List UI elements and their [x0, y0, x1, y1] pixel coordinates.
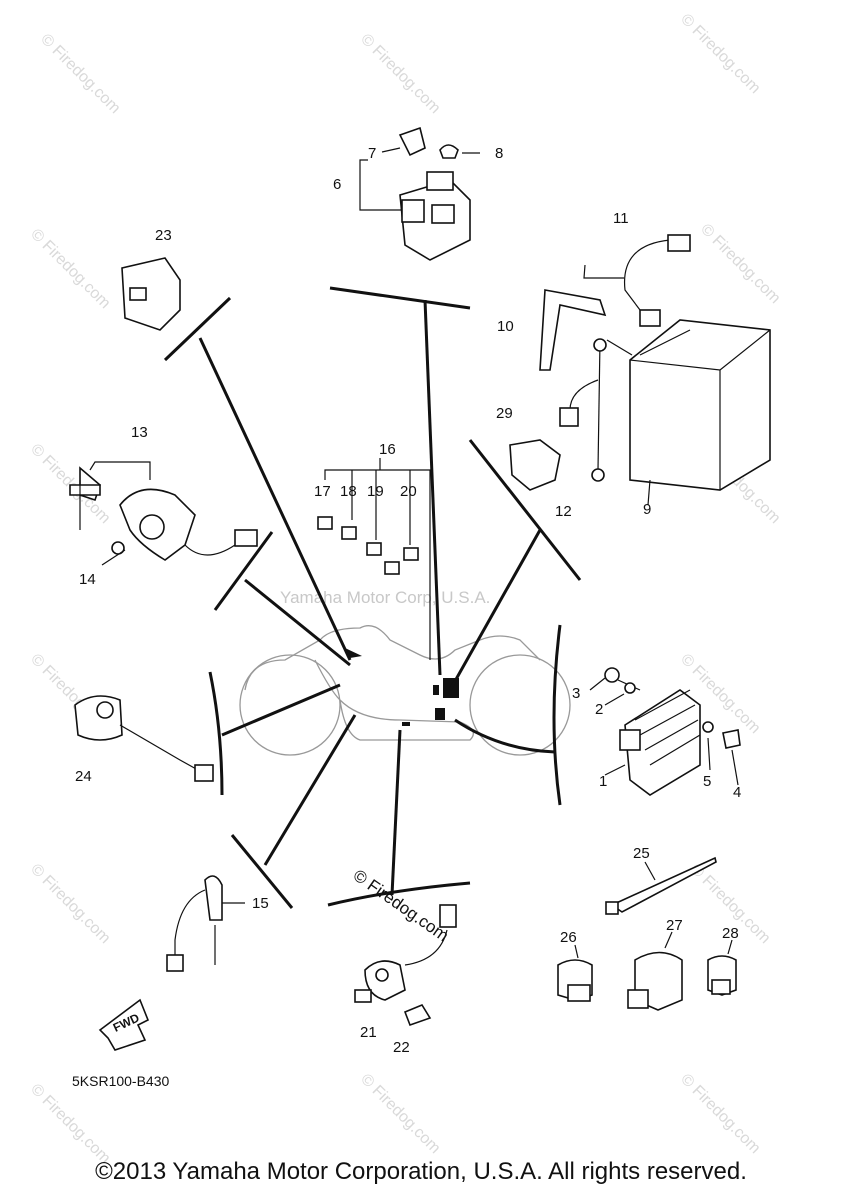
callout-5: 5 [703, 773, 711, 790]
watermark: © Firedog.com [677, 11, 763, 97]
callout-3: 3 [572, 685, 580, 702]
callout-14: 14 [79, 571, 96, 588]
callout-23: 23 [155, 227, 172, 244]
watermark: © Firedog.com [357, 1071, 443, 1157]
watermark: © Firedog.com [697, 221, 783, 307]
diagram-watermark: © Firedog.com [350, 866, 452, 946]
callout-24: 24 [75, 768, 92, 785]
watermark: © Firedog.com [37, 31, 123, 117]
fuse-group [317, 458, 431, 660]
watermark: © Firedog.com [27, 861, 113, 947]
corp-watermark: Yamaha Motor Corp, U.S.A. [280, 588, 490, 607]
relay-23 [121, 257, 181, 331]
rectifier-regulator [589, 667, 741, 796]
callout-6: 6 [333, 176, 341, 193]
sensor-24 [74, 695, 214, 782]
callout-11: 11 [613, 210, 629, 227]
callout-19: 19 [367, 483, 384, 500]
callout-10: 10 [497, 318, 514, 335]
callout-13: 13 [131, 424, 148, 441]
watermark: © Firedog.com [27, 441, 113, 527]
leader-lines [163, 286, 582, 909]
callout-29: 29 [496, 405, 513, 422]
callout-8: 8 [495, 145, 503, 162]
callout-1: 1 [599, 773, 607, 790]
sensor-assembly [354, 904, 457, 1027]
callout-4: 4 [733, 784, 741, 801]
callout-28: 28 [722, 925, 739, 942]
callout-26: 26 [560, 929, 577, 946]
neutral-switch [166, 875, 245, 972]
callout-18: 18 [340, 483, 357, 500]
callout-21: 21 [360, 1024, 377, 1041]
relay-29 [509, 439, 561, 491]
callout-25: 25 [633, 845, 650, 862]
callout-7: 7 [368, 145, 376, 162]
motorcycle-frame [239, 625, 571, 756]
diagram-code: 5KSR100-B430 [72, 1073, 170, 1089]
callout-22: 22 [393, 1039, 410, 1056]
callout-2: 2 [595, 701, 603, 718]
callout-16: 16 [379, 441, 396, 458]
callout-15: 15 [252, 895, 269, 912]
watermark: © Firedog.com [27, 226, 113, 312]
main-switch [69, 461, 258, 566]
callout-20: 20 [400, 483, 417, 500]
fwd-arrow-icon: FWD [98, 998, 150, 1051]
callout-12: 12 [555, 503, 572, 520]
callout-labels: 1 2 3 4 5 6 7 8 9 10 11 12 13 14 15 16 1… [75, 145, 741, 1056]
starter-relay [359, 126, 480, 261]
watermark: © Firedog.com [357, 31, 443, 117]
battery [539, 234, 771, 506]
copyright-notice: ©2013 Yamaha Motor Corporation, U.S.A. A… [95, 1158, 747, 1185]
watermark: © Firedog.com [677, 1071, 763, 1157]
callout-17: 17 [314, 483, 331, 500]
callout-27: 27 [666, 917, 683, 934]
cable-ties-clamps [557, 856, 737, 1011]
watermark: © Firedog.com [27, 1081, 113, 1167]
callout-9: 9 [643, 501, 651, 518]
